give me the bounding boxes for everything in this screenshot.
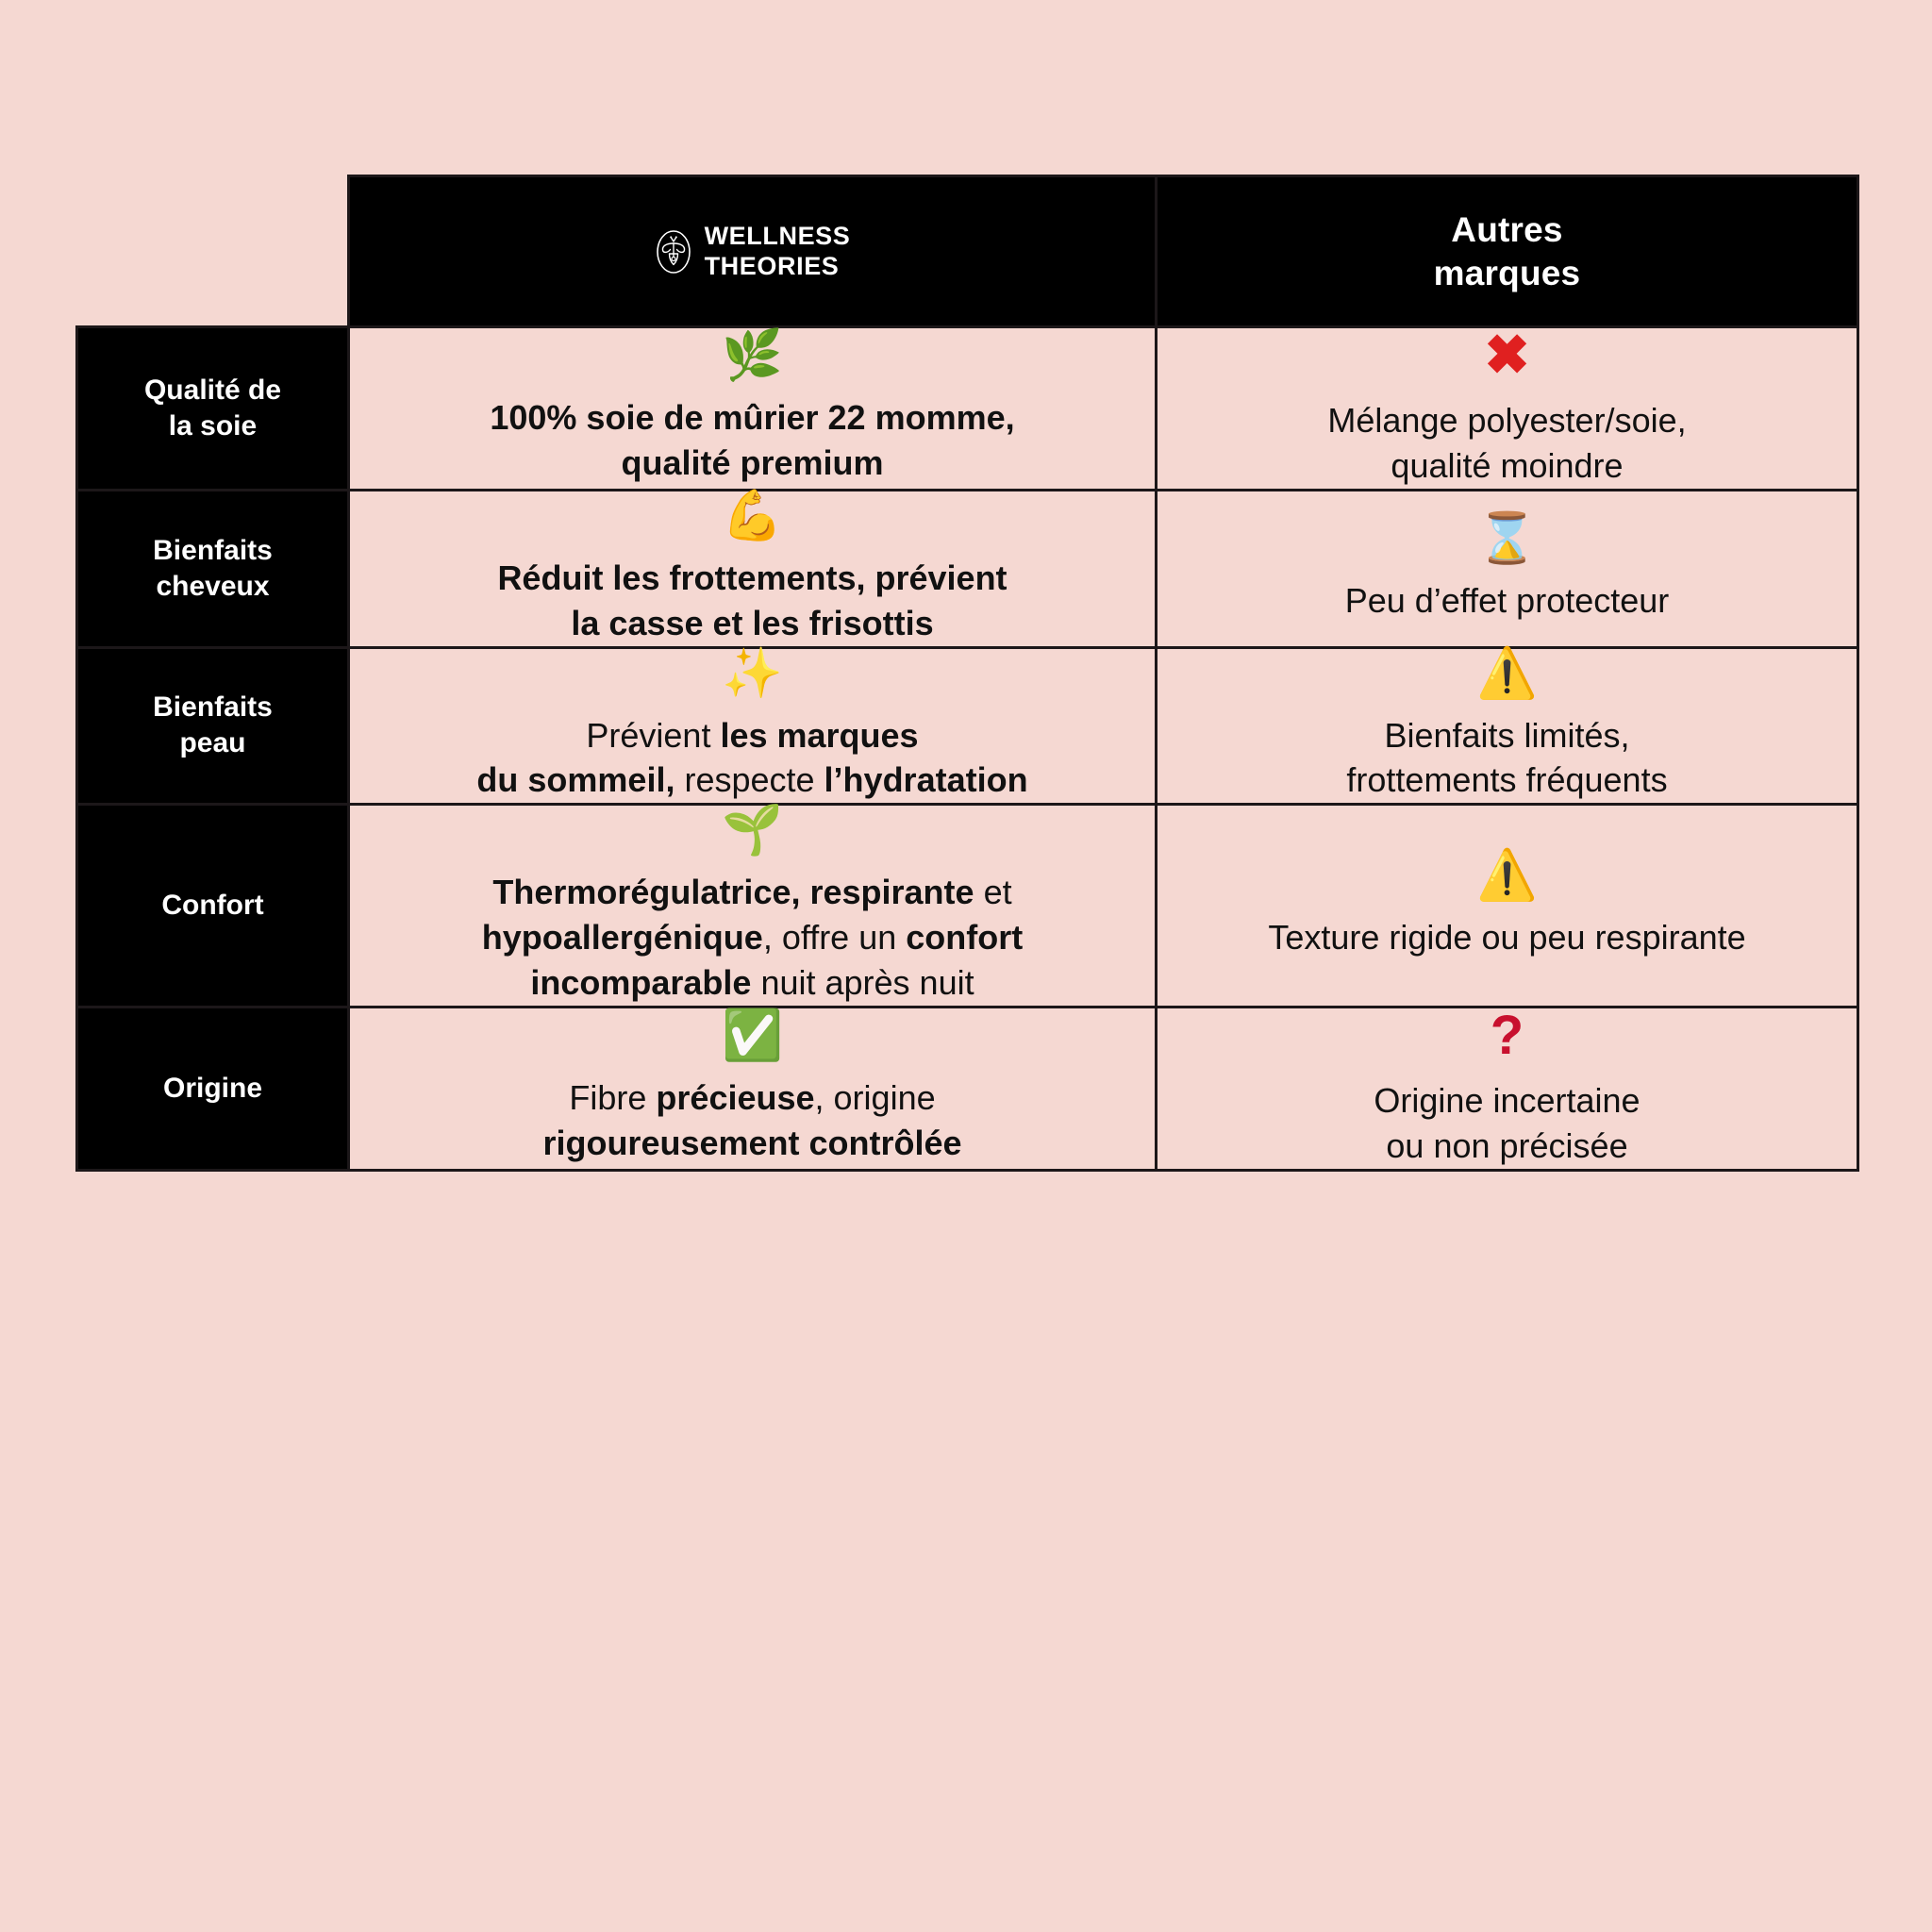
row-label-origine: Origine <box>75 1005 350 1172</box>
header-row: WELLNESS THEORIES Autres marques <box>76 175 1859 328</box>
header-spacer-cell <box>76 175 349 327</box>
cell-other-text: Bienfaits limités,frottements fréquents <box>1346 715 1668 800</box>
herb-icon: 🌿 <box>722 328 783 383</box>
cell-other-bienfaits-peau: ⚠️ Bienfaits limités,frottements fréquen… <box>1155 645 1859 807</box>
row-label-line1: Bienfaits <box>153 691 273 724</box>
cell-other-text: Mélange polyester/soie,qualité moindre <box>1327 401 1687 485</box>
competitor-title-line2: marques <box>1433 253 1581 292</box>
row-label-line1: Qualité de <box>143 374 282 406</box>
brand-name-line2: THEORIES <box>704 251 840 280</box>
row-label-confort: Confort <box>75 803 350 1008</box>
brand-lockup: WELLNESS THEORIES <box>350 222 1155 281</box>
cross-mark-icon: ✖ <box>1484 325 1530 386</box>
cell-other-qualite-de-la-soie: ✖ Mélange polyester/soie,qualité moindre <box>1155 325 1859 491</box>
competitor-title: Autres marques <box>1158 208 1857 293</box>
table-row: Qualité de la soie 🌿 100% soie de mûrier… <box>75 325 1859 491</box>
cell-other-text: Peu d’effet protecteur <box>1344 580 1670 620</box>
table-header: WELLNESS THEORIES Autres marques <box>76 175 1859 328</box>
check-mark-button-icon: ✅ <box>722 1008 783 1063</box>
cell-brand-text: 100% soie de mûrier 22 momme,qualité pre… <box>490 398 1015 482</box>
row-label-line1: Confort <box>161 890 264 922</box>
hourglass-icon: ⌛ <box>1476 510 1538 566</box>
row-label-bienfaits-cheveux: Bienfaits cheveux <box>75 488 350 649</box>
table-row: Confort 🌱 Thermorégulatrice, respirante … <box>75 803 1859 1008</box>
comparison-table: WELLNESS THEORIES Autres marques Qual <box>75 175 1859 1172</box>
row-label-qualite-de-la-soie: Qualité de la soie <box>75 325 350 491</box>
question-mark-icon: ? <box>1490 1004 1524 1066</box>
competitor-title-line1: Autres <box>1451 210 1563 250</box>
bee-oval-logo-icon <box>656 229 691 274</box>
table-body: Qualité de la soie 🌿 100% soie de mûrier… <box>75 325 1859 1172</box>
seedling-icon: 🌱 <box>722 803 783 858</box>
row-label-line1: Origine <box>162 1072 262 1104</box>
flexed-biceps-icon: 💪 <box>722 488 783 543</box>
row-label-line2: cheveux <box>156 570 270 602</box>
cell-other-confort: ⚠️ Texture rigide ou peu respirante <box>1155 803 1859 1008</box>
warning-icon: ⚠️ <box>1476 848 1538 904</box>
header-brand-cell: WELLNESS THEORIES <box>347 175 1158 328</box>
row-label-line1: Bienfaits <box>153 534 273 566</box>
brand-wordmark: WELLNESS THEORIES <box>705 222 851 281</box>
header-competitor-cell: Autres marques <box>1155 175 1859 328</box>
row-label-bienfaits-peau: Bienfaits peau <box>75 645 350 807</box>
row-label-line2: la soie <box>168 409 258 441</box>
warning-icon: ⚠️ <box>1476 645 1538 701</box>
cell-brand-qualite-de-la-soie: 🌿 100% soie de mûrier 22 momme,qualité p… <box>347 325 1158 491</box>
sparkles-icon: ✨ <box>722 645 783 701</box>
cell-other-text: Texture rigide ou peu respirante <box>1268 918 1746 958</box>
table-row: Bienfaits cheveux 💪 Réduit les frottemen… <box>75 488 1859 649</box>
cell-other-bienfaits-cheveux: ⌛ Peu d’effet protecteur <box>1155 488 1859 649</box>
row-label-line2: peau <box>179 727 246 759</box>
brand-name-line1: WELLNESS <box>704 222 851 251</box>
